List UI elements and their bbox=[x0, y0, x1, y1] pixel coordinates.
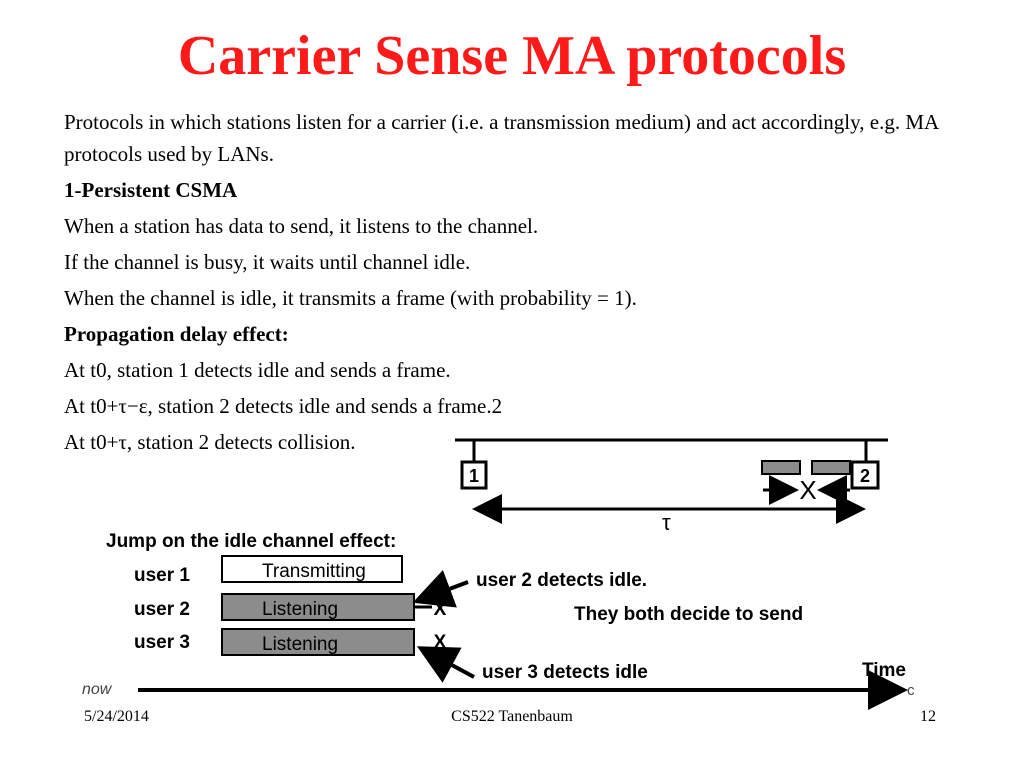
idle-jump-diagram: Jump on the idle channel effect: user 1 … bbox=[82, 531, 915, 710]
user2-detect-arrow bbox=[412, 570, 469, 608]
user1-state: Transmitting bbox=[262, 561, 366, 582]
heading-propagation: Propagation delay effect: bbox=[64, 322, 289, 346]
footer-course: CS522 Tanenbaum bbox=[451, 708, 573, 725]
frame-2 bbox=[811, 460, 851, 475]
user2-x: X bbox=[434, 599, 447, 620]
footer-date: 5/24/2014 bbox=[84, 708, 149, 725]
axis-right-fragment: c bbox=[907, 682, 915, 699]
user3-x: X bbox=[434, 632, 447, 653]
note-both: They both decide to send bbox=[574, 604, 803, 625]
user3-state: Listening bbox=[262, 634, 338, 655]
user2-label: user 2 bbox=[134, 599, 190, 620]
idle-jump-heading: Jump on the idle channel effect: bbox=[106, 531, 396, 552]
bus-diagram: 1 2 X τ bbox=[455, 438, 888, 535]
time-label: Time bbox=[862, 660, 906, 681]
frame-1 bbox=[761, 460, 801, 475]
body-line: At t0+τ, station 2 detects collision. bbox=[64, 430, 356, 454]
station2-label: 2 bbox=[860, 466, 870, 486]
user3-label: user 3 bbox=[134, 632, 190, 653]
body-line: At t0, station 1 detects idle and sends … bbox=[64, 358, 451, 382]
user1-transmitting-bar bbox=[221, 555, 403, 583]
body-line: When a station has data to send, it list… bbox=[64, 214, 539, 238]
tau-label: τ bbox=[662, 510, 671, 535]
body-line: When the channel is idle, it transmits a… bbox=[64, 286, 637, 310]
user3-listening-bar bbox=[221, 628, 415, 656]
note-user2: user 2 detects idle. bbox=[476, 570, 647, 591]
user1-label: user 1 bbox=[134, 565, 190, 586]
intro-paragraph: Protocols in which stations listen for a… bbox=[64, 110, 939, 166]
heading-1-persistent: 1-Persistent CSMA bbox=[64, 178, 238, 202]
body-line: At t0+τ−ε, station 2 detects idle and se… bbox=[64, 394, 503, 418]
user2-listening-bar bbox=[221, 593, 415, 621]
slide-title: Carrier Sense MA protocols bbox=[177, 25, 847, 87]
slide-body: Protocols in which stations listen for a… bbox=[64, 106, 964, 462]
footer-page-number: 12 bbox=[920, 708, 936, 725]
note-user3: user 3 detects idle bbox=[482, 662, 648, 683]
axis-left-fragment: now bbox=[82, 681, 113, 698]
station1-label: 1 bbox=[469, 466, 479, 486]
user2-state: Listening bbox=[262, 599, 338, 620]
station1-box bbox=[460, 460, 488, 490]
user3-detect-arrow bbox=[416, 646, 475, 683]
collision-mark: X bbox=[799, 475, 816, 505]
body-line: If the channel is busy, it waits until c… bbox=[64, 250, 471, 274]
station2-box bbox=[850, 460, 880, 490]
